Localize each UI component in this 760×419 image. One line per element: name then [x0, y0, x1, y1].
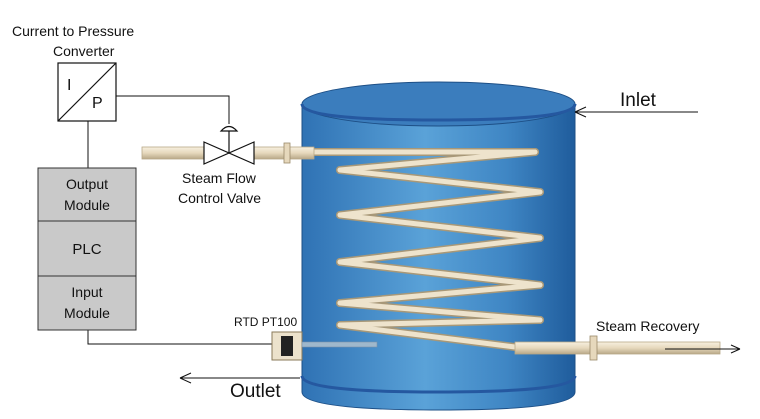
- input-module-line2: Module: [64, 305, 110, 321]
- tank-band-bottom: [300, 375, 577, 394]
- steam-recovery-label: Steam Recovery: [596, 318, 699, 334]
- signal-wires: [87, 95, 282, 345]
- converter-input-symbol: I: [67, 77, 71, 94]
- inlet-label: Inlet: [620, 90, 657, 111]
- steam-inlet-pipe: [141, 142, 315, 164]
- rtd-probe: [301, 341, 378, 348]
- pipe-flange: [283, 142, 291, 164]
- converter-label-line1: Current to Pressure: [12, 23, 134, 39]
- tank: [300, 81, 577, 411]
- input-module: [37, 275, 137, 331]
- outlet-stream: Outlet: [179, 372, 300, 402]
- plc-label: PLC: [72, 241, 101, 258]
- outlet-label: Outlet: [230, 381, 281, 402]
- heating-coil: [306, 148, 544, 351]
- recovery-arrowhead-icon: [730, 344, 741, 354]
- recovery-flange: [589, 335, 598, 361]
- output-module: [37, 167, 137, 222]
- converter-label-line2: Converter: [53, 43, 115, 59]
- inlet-stream: Inlet: [574, 90, 698, 118]
- valve-label-line1: Steam Flow: [182, 170, 257, 186]
- steam-recovery-pipe: [514, 335, 741, 361]
- inlet-arrowhead-icon: [574, 106, 587, 118]
- output-module-line2: Module: [64, 197, 110, 213]
- output-module-line1: Output: [66, 176, 108, 192]
- tank-body: [301, 103, 576, 411]
- globe-valve-icon: [203, 125, 255, 165]
- tank-band-top: [300, 103, 577, 122]
- outlet-arrowhead-icon: [179, 372, 192, 384]
- input-module-line1: Input: [71, 284, 102, 300]
- plc-module: [37, 220, 137, 277]
- rtd-label: RTD PT100: [234, 315, 297, 329]
- ip-converter: I P: [57, 62, 117, 122]
- rtd-sensor-icon: [271, 331, 378, 361]
- plc-stack: Output Module PLC Input Module: [37, 167, 137, 331]
- converter-output-symbol: P: [92, 95, 103, 112]
- valve-label-line2: Control Valve: [178, 190, 261, 206]
